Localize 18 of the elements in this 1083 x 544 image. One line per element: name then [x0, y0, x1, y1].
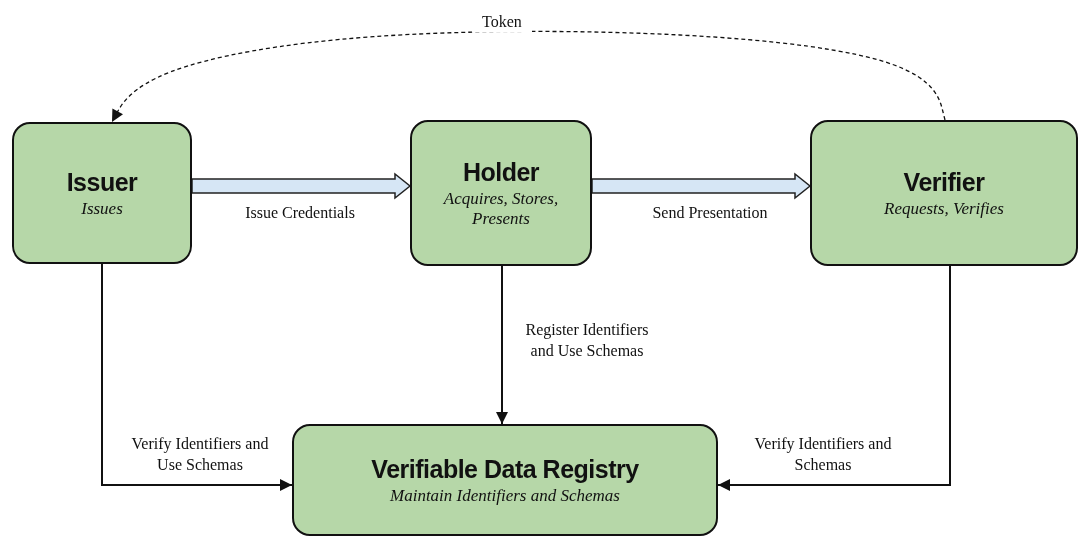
- process-box: [12, 122, 192, 264]
- node-title: Issuer: [66, 167, 138, 197]
- process-box: [810, 120, 1078, 266]
- dashed-arrow: [111, 30, 946, 123]
- process-box: [292, 424, 718, 536]
- node-title: Verifier: [903, 167, 985, 197]
- node-subtitle: Acquires, Stores, Presents: [442, 188, 560, 229]
- process-box: [410, 120, 592, 266]
- node-title: Holder: [462, 157, 540, 187]
- node-title: Verifiable Data Registry: [371, 454, 639, 484]
- arrow: [717, 265, 951, 491]
- block-arrow: [591, 172, 812, 200]
- node-subtitle: Requests, Verifies: [884, 198, 1004, 219]
- node-subtitle: Maintain Identifiers and Schemas: [390, 485, 620, 506]
- arrow: [101, 263, 293, 491]
- block-arrow: [191, 172, 412, 200]
- node-subtitle: Issues: [81, 198, 123, 219]
- arrow: [496, 265, 508, 425]
